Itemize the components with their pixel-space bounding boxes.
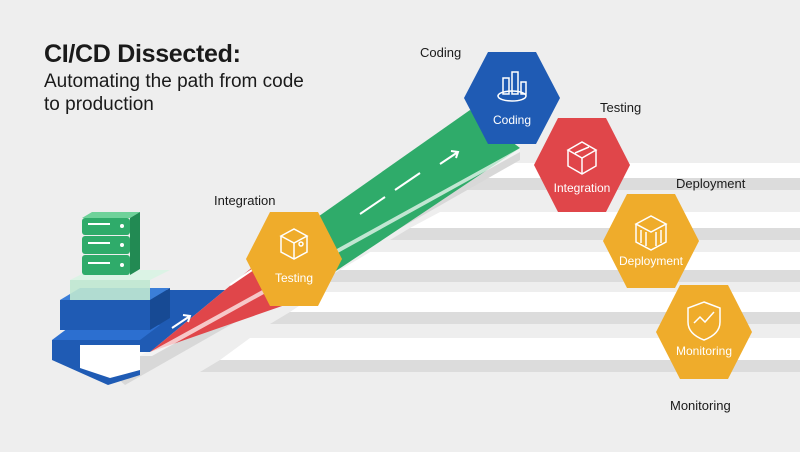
code-blocks-icon	[497, 71, 527, 102]
stage-hex-integration[interactable]: Integration	[534, 118, 630, 212]
hex-label-coding: Coding	[493, 113, 531, 127]
deployment-server-icon	[634, 215, 668, 251]
stair-step-5	[220, 338, 800, 360]
stage-hex-testing[interactable]: Testing	[246, 212, 342, 306]
hexagon	[656, 285, 752, 379]
stair-step-2-shadow	[390, 228, 800, 240]
hex-label-integration: Integration	[554, 181, 611, 195]
stair-step-3	[340, 252, 800, 270]
hexagon	[603, 194, 699, 288]
stage-label-testing: Testing	[600, 100, 642, 115]
server-rack	[82, 212, 140, 275]
stage-label-monitoring: Monitoring	[670, 398, 731, 413]
belt-dash-3	[394, 172, 421, 191]
stair-step-1-shadow	[450, 178, 800, 190]
stage-hex-monitoring[interactable]: Monitoring	[656, 285, 752, 379]
hex-label-monitoring: Monitoring	[676, 344, 732, 358]
page-subtitle: Automating the path from code to product…	[44, 71, 304, 115]
hexagon	[464, 52, 560, 144]
testing-package-icon	[279, 228, 309, 260]
belt-dash-1	[229, 267, 256, 286]
monitoring-shield-icon	[687, 301, 721, 341]
arrow-icon	[439, 150, 460, 165]
hex-label-deployment: Deployment	[619, 254, 684, 268]
belt-dash-2	[359, 196, 386, 215]
stair-step-2	[410, 212, 800, 228]
integration-box-icon	[566, 141, 598, 175]
stair-step-5-shadow	[200, 360, 800, 372]
belt-green-segment	[285, 110, 520, 305]
stage-label-coding: Coding	[420, 45, 462, 60]
hex-label-testing: Testing	[275, 271, 313, 285]
stair-step-3-shadow	[320, 270, 800, 282]
stage-hex-coding[interactable]: Coding	[464, 52, 560, 144]
stair-step-1	[470, 163, 800, 178]
arrow-icon	[171, 314, 192, 329]
stage-hex-deployment[interactable]: Deployment	[603, 194, 699, 288]
server-stack-icon	[52, 212, 170, 385]
stage-label-integration: Integration	[214, 193, 276, 208]
page-title: CI/CD Dissected:	[44, 40, 241, 68]
stage-label-deployment: Deployment	[676, 176, 746, 191]
